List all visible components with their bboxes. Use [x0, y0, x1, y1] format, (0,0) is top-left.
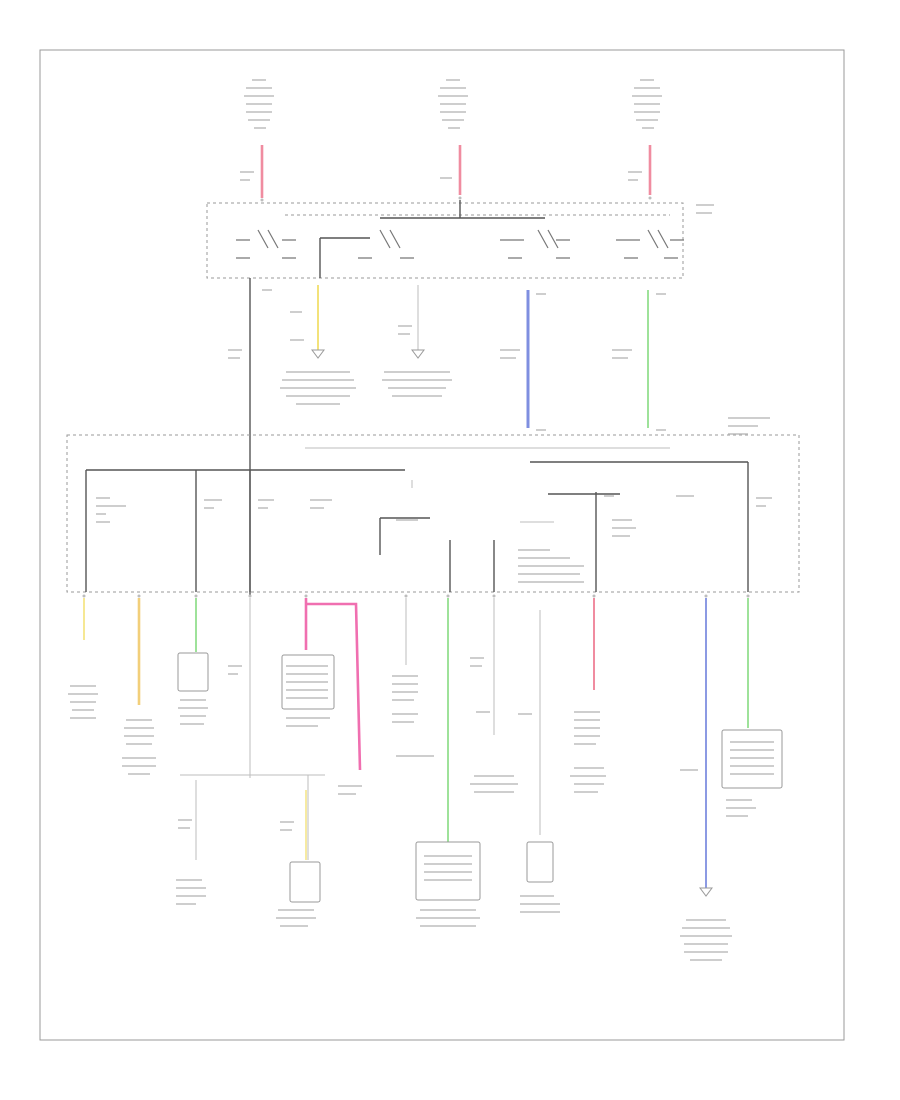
component-module-2	[721, 729, 783, 789]
wire-fuse-out-pink	[304, 598, 362, 771]
fuse-labels	[96, 495, 772, 583]
component-module-1	[415, 841, 481, 901]
switch-internal-wiring	[319, 200, 545, 278]
fuse-block-label	[728, 417, 770, 435]
feed-wire-labels	[240, 171, 642, 181]
fuse-block-box	[66, 434, 800, 593]
source-labels	[244, 79, 662, 129]
ignition-switch-box	[206, 202, 684, 279]
switch-contacts	[236, 229, 684, 259]
ignition-output-labels	[228, 289, 666, 431]
ignition-switch-label	[696, 204, 714, 214]
fuse-block-internal	[85, 447, 749, 592]
component-labels	[68, 657, 774, 961]
connector-terminals	[82, 196, 750, 598]
diagram-frame	[39, 49, 845, 1041]
component-blower-motor	[177, 652, 209, 692]
component-sensor	[289, 861, 321, 903]
wire-lower-branch	[180, 774, 325, 860]
component-solenoid	[526, 841, 554, 883]
ground-blue	[699, 887, 713, 897]
ground-symbols	[311, 349, 425, 359]
